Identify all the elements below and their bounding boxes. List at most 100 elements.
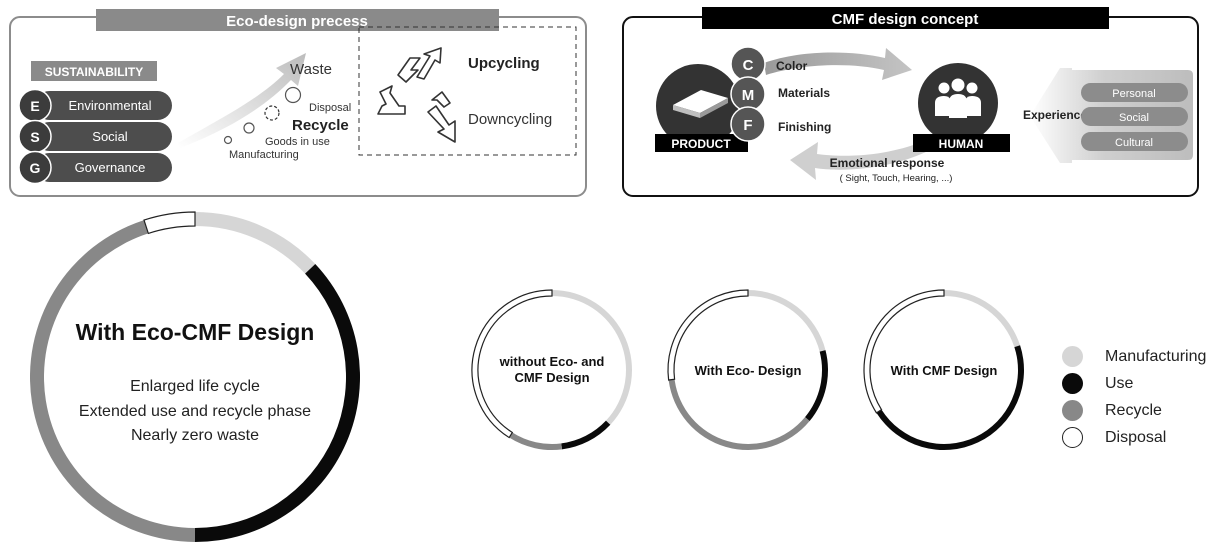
cmf-letter: C (743, 57, 754, 74)
legend-label: Recycle (1105, 401, 1162, 419)
legend-swatch (1062, 346, 1083, 367)
experience-item-label: Cultural (1115, 137, 1153, 149)
ring-segment-manufacturing (748, 290, 826, 352)
ring-segment-disposal (667, 289, 749, 381)
legend-item-use: Use (1062, 370, 1210, 397)
esg-list: E Environmental S Social G Governance (18, 88, 172, 185)
human-label-bar (913, 134, 1010, 152)
downcycle-arrows-icon (427, 91, 456, 143)
legend-swatch (1062, 400, 1083, 421)
legend-swatch (1062, 427, 1083, 448)
esg-item-social: S Social (18, 119, 172, 154)
product-label-bar (655, 134, 748, 152)
manufacturing-bubble (223, 135, 233, 145)
cmf-label: Color (776, 59, 808, 73)
eco-design-panel: Eco-design precess SUSTAINABILITY E Envi… (9, 9, 587, 197)
cmf-title: CMF design concept (832, 11, 979, 28)
emotional-response-label: Emotional response (830, 156, 945, 170)
product-label: PRODUCT (671, 137, 731, 151)
cmf-bottom-arrow-icon (790, 140, 930, 180)
legend-item-manufacturing: Manufacturing (1062, 343, 1210, 370)
life-cycle-ring-eco-cmf (29, 211, 361, 542)
small-ring-label: CMF Design (514, 370, 589, 385)
ring-segment-disposal (143, 211, 196, 235)
esg-item-governance: G Governance (18, 150, 172, 185)
life-cycle-ring-cmf-design (863, 289, 1025, 451)
cmf-top-arrow-icon (764, 48, 912, 80)
disposal-bubble (284, 86, 302, 104)
stage-disposal: Disposal (309, 102, 351, 114)
big-ring-line: Enlarged life cycle (130, 378, 260, 395)
ring-segment-disposal (863, 289, 945, 414)
small-ring-label: With Eco- Design (695, 363, 802, 378)
cmf-item-finishing: F Finishing (730, 106, 831, 142)
goods-bubble (243, 122, 255, 134)
eco-design-title-bar (96, 9, 499, 31)
esg-label: Governance (75, 160, 146, 175)
recycle-bubble (264, 105, 280, 121)
cmf-label: Materials (778, 86, 830, 100)
legend-item-disposal: Disposal (1062, 424, 1210, 451)
esg-label: Environmental (68, 98, 151, 113)
experience-item-social: Social (1081, 107, 1188, 126)
cmf-panel: CMF design concept PRODUCT C Color M Mat… (622, 7, 1199, 197)
recycle-triangle-icon (377, 85, 406, 115)
esg-item-environmental: E Environmental (18, 88, 172, 123)
human-label: HUMAN (939, 137, 984, 151)
experience-item-cultural: Cultural (1081, 132, 1188, 151)
esg-letter: E (30, 98, 39, 114)
eco-design-title: Eco-design precess (226, 13, 368, 30)
big-ring-title: With Eco-CMF Design (76, 319, 315, 345)
ring-segment-manufacturing (552, 290, 633, 425)
stage-goods-in-use: Goods in use (265, 136, 330, 148)
legend-label: Use (1105, 374, 1134, 392)
experience-label: Experience (1023, 108, 1087, 122)
ring-segment-recycle (668, 379, 810, 450)
cmf-letter: F (743, 117, 752, 134)
experience-item-personal: Personal (1081, 83, 1188, 102)
ring-segment-recycle (509, 432, 563, 450)
esg-letter: G (30, 160, 41, 176)
legend-swatch (1062, 373, 1083, 394)
upcycle-arrows-icon (397, 47, 442, 83)
big-ring-line: Extended use and recycle phase (79, 403, 311, 420)
stage-waste: Waste (290, 61, 332, 78)
legend: Manufacturing Use Recycle Disposal (1062, 343, 1210, 451)
legend-item-recycle: Recycle (1062, 397, 1210, 424)
experience-item-label: Personal (1112, 88, 1155, 100)
upcycling-label: Upcycling (468, 55, 540, 72)
small-ring-label: With CMF Design (891, 363, 998, 378)
people-icon (935, 78, 981, 118)
small-ring-label: without Eco- and (499, 354, 605, 369)
cmf-letter: M (742, 87, 755, 104)
esg-letter: S (30, 129, 39, 145)
ring-segment-use (195, 264, 361, 542)
cmf-item-color: C Color (730, 46, 808, 82)
ring-segment-use (805, 350, 828, 421)
stage-recycle: Recycle (292, 117, 349, 134)
cmf-label: Finishing (778, 120, 831, 134)
experience-item-label: Social (1119, 112, 1149, 124)
downcycling-label: Downcycling (468, 111, 552, 128)
sustainability-bar (31, 61, 157, 81)
life-cycle-ring-eco-design (667, 289, 828, 450)
senses-label: ( Sight, Touch, Hearing, ...) (840, 173, 953, 184)
legend-label: Manufacturing (1105, 347, 1207, 365)
life-cycle-ring-without-eco-cmf (471, 289, 633, 450)
sustainability-label: SUSTAINABILITY (45, 65, 143, 79)
cycling-box (358, 26, 577, 156)
rising-arrow-icon (178, 53, 306, 148)
ring-segment-disposal (471, 289, 553, 439)
cmf-item-materials: M Materials (730, 76, 830, 112)
product-slab-icon (673, 90, 728, 118)
ring-segment-use (561, 420, 611, 450)
ring-segment-manufacturing (944, 290, 1021, 348)
esg-label: Social (92, 129, 128, 144)
stage-manufacturing: Manufacturing (229, 149, 299, 161)
big-ring-line: Nearly zero waste (131, 427, 259, 444)
ring-segment-manufacturing (195, 212, 316, 274)
legend-label: Disposal (1105, 428, 1167, 446)
ring-segment-use (876, 345, 1025, 451)
cmf-title-bar (702, 7, 1109, 29)
